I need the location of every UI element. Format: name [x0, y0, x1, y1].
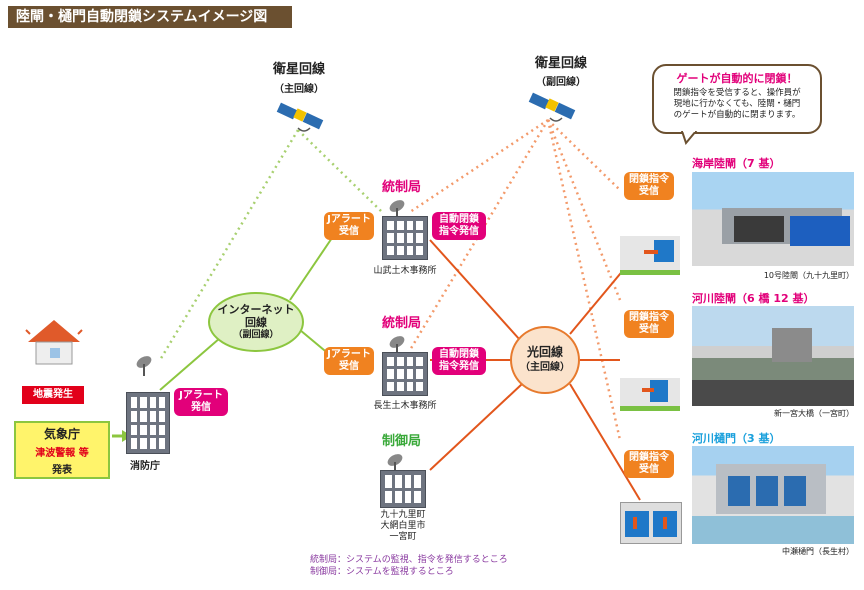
- gate-2-caption: 新一宮大橋（一宮町）: [774, 409, 854, 418]
- legend-control-station: 統制局：システムの監視、指令を発信するところ: [310, 555, 508, 565]
- satellite-sub-title: 衛星回線: [534, 56, 587, 71]
- middle-station-title: 統制局: [382, 316, 422, 331]
- gate-2-receive: 閉鎖指令受信: [624, 310, 674, 338]
- upper-office-label: 山武土木事務所: [373, 266, 437, 276]
- gate-2-title: 河川陸閘（6 橋 12 基）: [692, 292, 815, 305]
- gate-2-illustration: [620, 378, 680, 411]
- middle-office-label: 長生土木事務所: [373, 401, 437, 411]
- info-bubble: ゲートが自動的に閉鎖！ 閉鎖指令を受信すると、操作員が 現地に行かなくても、陸閘…: [652, 64, 822, 134]
- satellite-main-title: 衛星回線: [272, 62, 325, 77]
- fire-dept-building: [126, 392, 170, 454]
- fire-dept-jalert-issue: Jアラート発信: [174, 388, 228, 416]
- gate-1-receive: 閉鎖指令受信: [624, 172, 674, 200]
- gate-3-receive: 閉鎖指令受信: [624, 450, 674, 478]
- earthquake-badge: 地震発生: [22, 386, 84, 404]
- fire-dept-label: 消防庁: [130, 461, 160, 472]
- legend: 統制局：システムの監視、指令を発信するところ 制御局：システムを監視するところ: [310, 554, 508, 578]
- gate-3-photo: [692, 446, 854, 544]
- jma-issue: 発表: [52, 465, 72, 476]
- gate-3-caption: 中瀬樋門（長生村）: [782, 547, 854, 556]
- optical-line-node: 光回線 （主回線）: [510, 326, 580, 394]
- gate-3-title: 河川樋門（3 基）: [692, 432, 781, 445]
- upper-auto-close-issue: 自動閉鎖指令発信: [432, 212, 486, 240]
- bubble-text: 閉鎖指令を受信すると、操作員が 現地に行かなくても、陸閘・樋門 のゲートが自動的…: [673, 88, 801, 120]
- internet-line-node: インターネット 回線 （副回線）: [208, 292, 304, 352]
- gate-1-photo: [692, 172, 854, 266]
- dish-antenna-icon: [389, 200, 405, 218]
- gate-2-photo: [692, 306, 854, 406]
- jma-box: 気象庁 津波警報 等 発表: [14, 421, 110, 479]
- lower-station-title: 制御局: [382, 434, 422, 449]
- satellite-sub-sub: （副回線）: [536, 77, 586, 88]
- gate-3-illustration: [620, 502, 682, 544]
- upper-station-title: 統制局: [382, 180, 422, 195]
- satellite-icon: [276, 102, 324, 132]
- lower-office-label: 九十九里町 大網白里市 一宮町: [380, 510, 426, 542]
- dish-antenna-icon: [389, 336, 405, 354]
- gate-1-title: 海岸陸閘（7 基）: [692, 157, 781, 170]
- middle-auto-close-issue: 自動閉鎖指令発信: [432, 347, 486, 375]
- middle-station-building: [382, 352, 428, 396]
- satellite-icon: [528, 92, 576, 122]
- dish-antenna-icon: [136, 356, 152, 376]
- jma-name: 気象庁: [43, 427, 80, 441]
- page-title: 陸閘・樋門自動閉鎖システムイメージ図: [8, 6, 292, 28]
- shaking-house-icon: [25, 320, 83, 365]
- tsunami-warning: 津波警報 等: [35, 448, 89, 459]
- middle-jalert-receive: Jアラート受信: [324, 347, 374, 375]
- lower-station-building: [380, 470, 426, 508]
- legend-monitor-station: 制御局：システムを監視するところ: [310, 567, 454, 577]
- upper-jalert-receive: Jアラート受信: [324, 212, 374, 240]
- dish-antenna-icon: [387, 454, 403, 472]
- bubble-title: ゲートが自動的に閉鎖！: [676, 72, 798, 85]
- bubble-tail: [680, 131, 698, 145]
- gate-1-illustration: [620, 236, 680, 275]
- satellite-main-sub: （主回線）: [274, 84, 324, 95]
- upper-station-building: [382, 216, 428, 260]
- gate-1-caption: 10号陸閘（九十九里町）: [763, 271, 854, 280]
